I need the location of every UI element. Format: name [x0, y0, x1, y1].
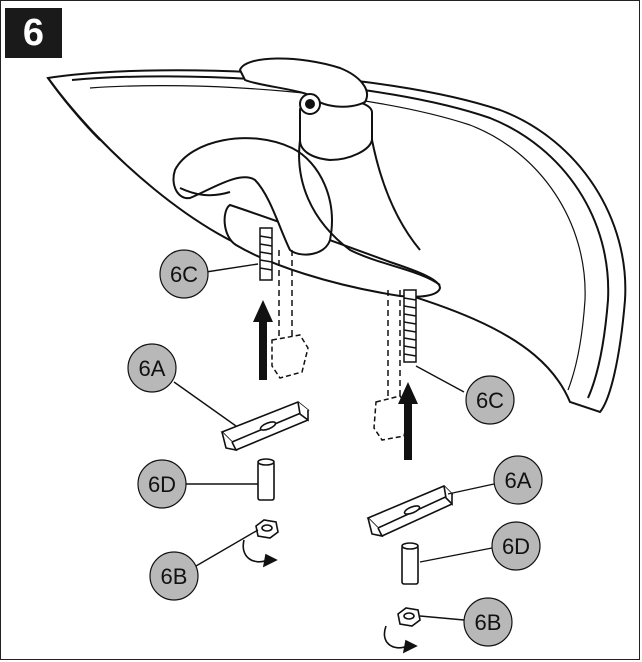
left-spacer: [257, 458, 275, 501]
right-spacer: [401, 542, 419, 585]
callout-6A-right: 6A: [493, 455, 543, 505]
callout-label: 6C: [170, 262, 198, 287]
callout-6D-right: 6D: [491, 521, 541, 571]
left-bracket: [220, 401, 310, 452]
callout-label: 6B: [475, 610, 502, 635]
left-shank: [259, 227, 309, 379]
callout-label: 6A: [139, 356, 166, 381]
callout-label: 6C: [476, 388, 504, 413]
callout-label: 6D: [502, 534, 530, 559]
faucet-body: [172, 57, 442, 298]
callout-6B-right: 6B: [463, 597, 513, 647]
right-bracket: [366, 485, 454, 538]
callout-6A-left: 6A: [127, 343, 177, 393]
leader-lines: [173, 263, 495, 621]
callout-6B-left: 6B: [149, 551, 199, 601]
callout-6C-right: 6C: [465, 375, 515, 425]
right-up-arrow: [398, 382, 418, 460]
callout-6D-left: 6D: [137, 459, 187, 509]
callout-label: 6B: [161, 564, 188, 589]
right-nut: [383, 607, 421, 654]
callout-6C-left: 6C: [159, 249, 209, 299]
step-number: 6: [5, 8, 62, 58]
left-up-arrow: [253, 300, 273, 380]
callout-label: 6D: [148, 472, 176, 497]
callout-label: 6A: [505, 468, 532, 493]
left-nut: [242, 519, 279, 568]
